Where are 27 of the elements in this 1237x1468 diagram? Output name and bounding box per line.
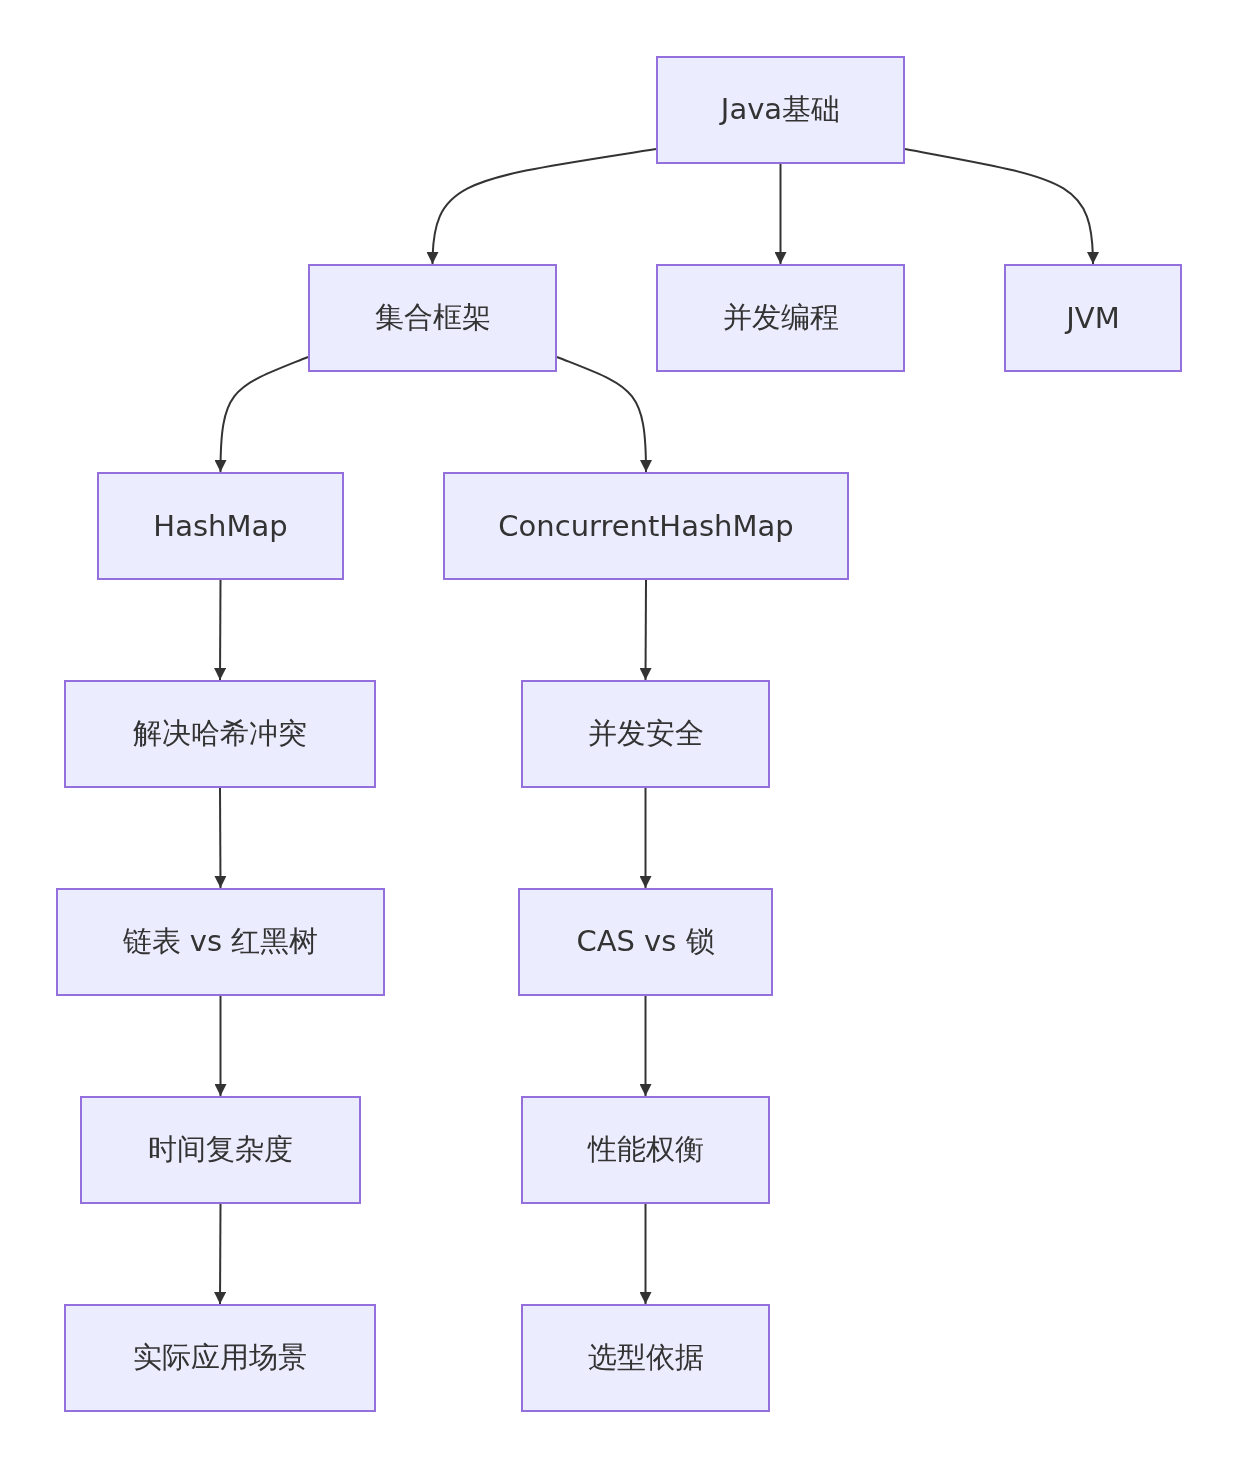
process-box: HashMap [97,472,344,580]
arrow [774,163,787,265]
process-box: CAS vs 锁 [518,888,773,996]
arrow [639,995,652,1097]
arrow [214,787,227,889]
process-box: 解决哈希冲突 [64,680,376,788]
arrow [904,148,1099,265]
arrow [427,148,657,265]
process-box: 并发编程 [656,264,905,372]
arrow [214,995,227,1097]
process-box: 性能权衡 [521,1096,770,1204]
process-box: 链表 vs 红黑树 [56,888,385,996]
arrow [214,356,309,473]
process-box: 实际应用场景 [64,1304,376,1412]
arrow [639,1203,652,1305]
process-box: Java基础 [656,56,905,164]
arrow [639,579,652,681]
arrow [214,579,227,681]
process-box: ConcurrentHashMap [443,472,849,580]
process-box: 并发安全 [521,680,770,788]
process-box: 集合框架 [308,264,557,372]
process-box: 选型依据 [521,1304,770,1412]
arrow [556,356,652,473]
arrow [639,787,652,889]
process-box: 时间复杂度 [80,1096,361,1204]
process-box: JVM [1004,264,1182,372]
arrow [214,1203,227,1305]
